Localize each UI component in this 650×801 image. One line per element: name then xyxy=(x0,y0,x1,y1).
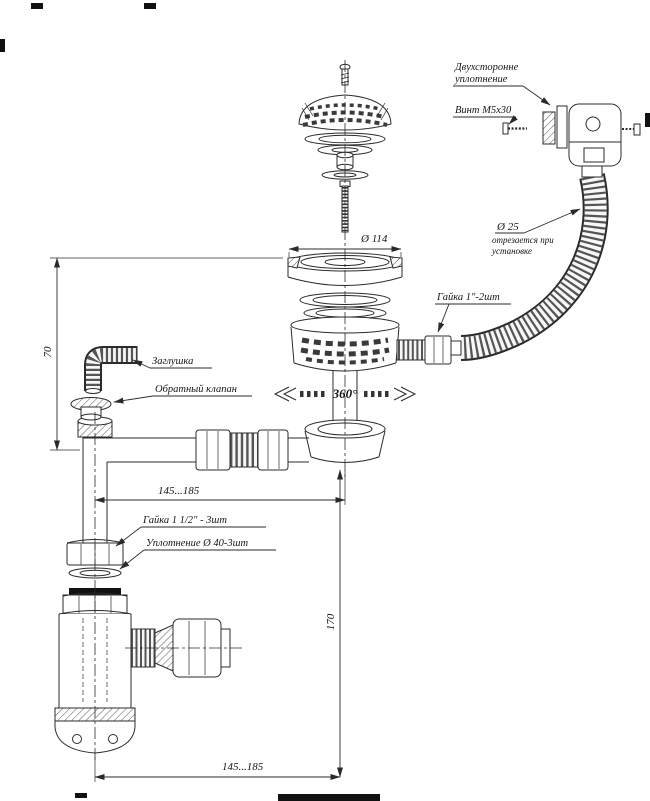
check-valve-label: Обратный клапан xyxy=(155,384,237,395)
nut-1-5inch-label: Гайка 1 1/2" - 3шт xyxy=(142,515,227,526)
plug-elbow xyxy=(84,346,138,394)
dim-70-value: 70 xyxy=(42,346,54,358)
hose-diameter-label: Ø 25 xyxy=(496,221,519,233)
rotation-indicator xyxy=(273,386,417,402)
double-seal-label-line1: Двухсторонне xyxy=(454,62,519,73)
seal-40-label: Уплотнение Ø 40-3шт xyxy=(146,538,249,549)
tailpiece xyxy=(332,371,358,423)
hose-cut-note-line1: отрезается при xyxy=(492,235,554,245)
screw-m5x30 xyxy=(502,122,527,135)
label-hose-cut: Ø 25 отрезается при установке xyxy=(491,208,581,256)
rotation-label: 360° xyxy=(332,386,359,401)
drain-outlet-thread xyxy=(396,339,426,361)
dim-145-185-top-value: 145...185 xyxy=(158,485,200,497)
label-double-seal: Двухсторонне уплотнение xyxy=(453,62,551,106)
dimension-70: 70 xyxy=(42,257,283,451)
dim-145-185-bottom-value: 145...185 xyxy=(222,761,264,773)
dimension-145-185-bottom: 145...185 xyxy=(94,757,341,782)
corrugated-hose xyxy=(460,173,609,361)
label-nut-1-5inch: Гайка 1 1/2" - 3шт xyxy=(115,515,266,547)
dimension-flange-diameter: Ø 114 xyxy=(288,233,402,257)
check-valve xyxy=(70,397,112,421)
dimension-170: 170 xyxy=(325,469,343,778)
label-nut-1inch: Гайка 1"-2шт xyxy=(435,292,511,333)
label-seal-40: Уплотнение Ø 40-3шт xyxy=(119,538,276,570)
centerlines xyxy=(94,60,346,760)
hose-union-nut xyxy=(424,335,462,365)
flange-diameter-value: Ø 114 xyxy=(360,233,388,245)
pipe-gasket xyxy=(68,567,122,579)
dim-170-value: 170 xyxy=(325,613,337,630)
dimension-145-185-top: 145...185 xyxy=(94,470,346,505)
plug-label: Заглушка xyxy=(152,356,193,367)
vertical-pipe xyxy=(82,437,108,546)
trap-outlet xyxy=(125,618,245,678)
screw-m5-label: Винт М5х30 xyxy=(455,105,512,116)
label-check-valve: Обратный клапан xyxy=(113,384,252,404)
nut-1inch-label: Гайка 1"-2шт xyxy=(436,292,500,303)
scan-marks xyxy=(0,3,650,801)
label-plug: Заглушка xyxy=(132,356,212,369)
hose-cut-note-line2: установке xyxy=(491,246,532,256)
double-seal-label-line2: уплотнение xyxy=(454,74,508,85)
overflow-head xyxy=(542,103,641,178)
label-screw-m5: Винт М5х30 xyxy=(453,105,518,125)
horizontal-pipe xyxy=(83,429,309,471)
